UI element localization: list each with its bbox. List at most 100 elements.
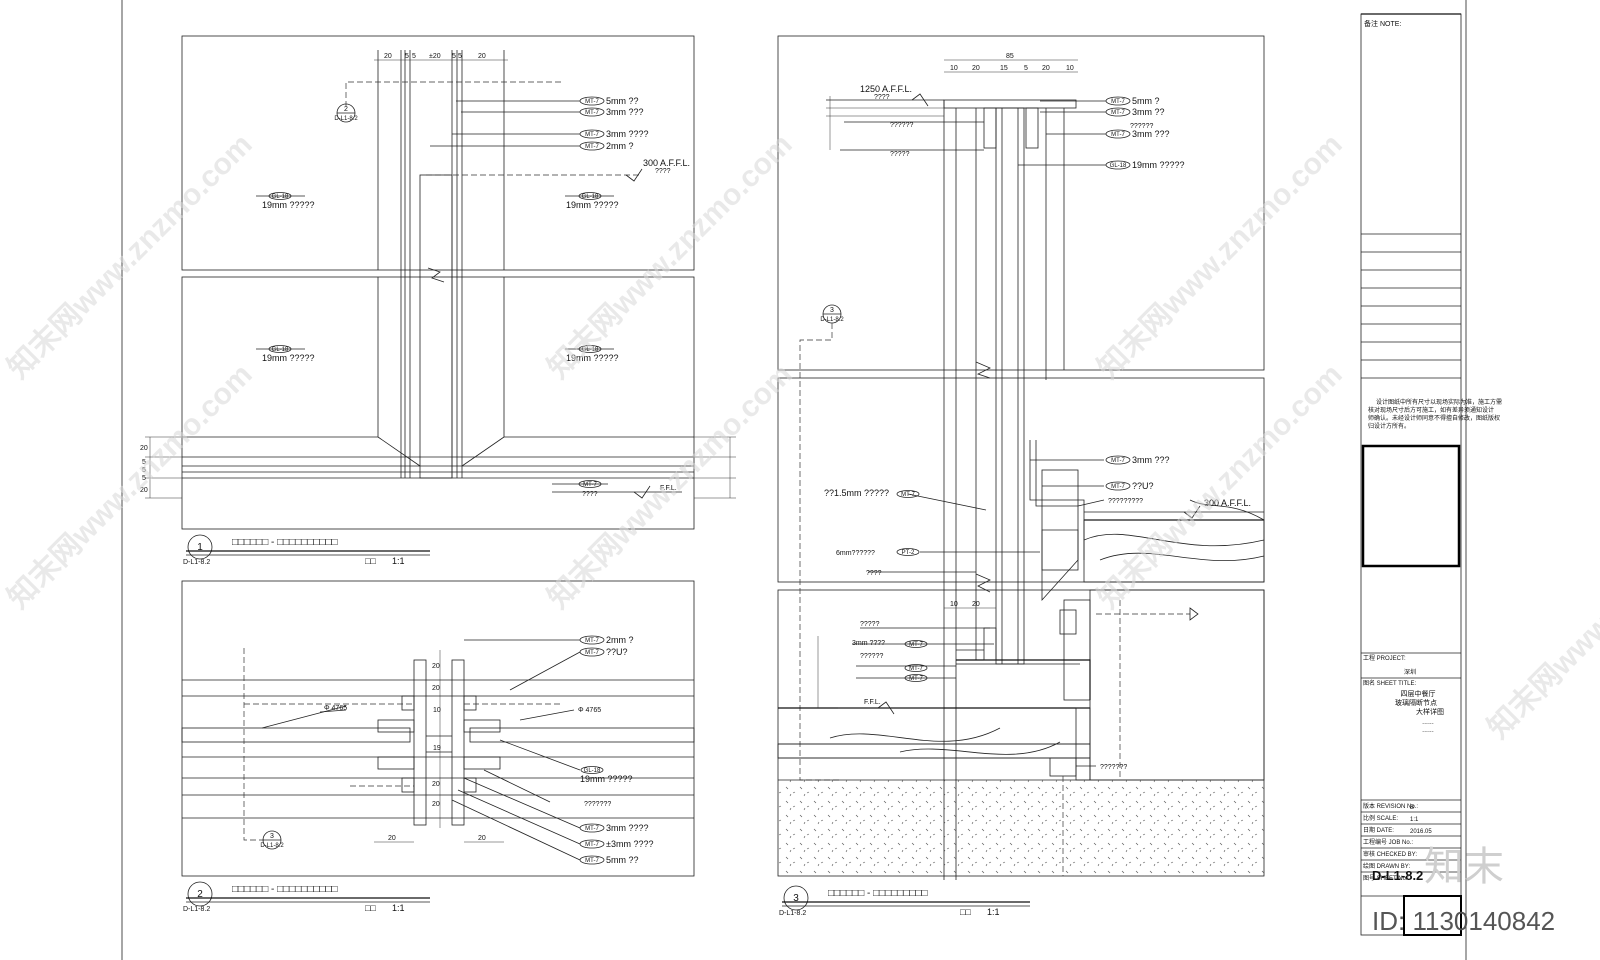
svg-text:20: 20 [478,53,486,60]
svg-text:20: 20 [478,835,486,842]
svg-text:????: ???? [866,570,882,577]
svg-text:知末: 知末 [1424,845,1504,889]
svg-text:GL-18: GL-18 [1110,163,1127,169]
svg-text:MT-7: MT-7 [585,842,599,848]
svg-text:5: 5 [1024,65,1028,72]
svg-text:图号 SHEET No.:: 图号 SHEET No.: [1363,875,1410,882]
svg-text:MT-7: MT-7 [585,110,599,116]
svg-text:□□: □□ [960,907,971,917]
mt-tags: MT-7 5mm ?? MT-7 3mm ??? MT-7 3mm ???? M… [430,96,649,151]
svg-text:GL-18: GL-18 [582,194,599,200]
svg-text:5: 5 [452,53,456,60]
svg-text:□□□□□□ - □□□□□□□□□: □□□□□□ - □□□□□□□□□ [828,888,928,899]
svg-text:3: 3 [793,893,799,904]
svg-text:知末网www.znzmo.com: 知末网www.znzmo.com [1482,488,1600,745]
stamp-box [1361,444,1461,568]
svg-text:GL-18: GL-18 [272,194,289,200]
svg-text:□□: □□ [365,903,376,913]
svg-text:工程编号 JOB No.:: 工程编号 JOB No.: [1363,838,1413,846]
svg-text:MT-7: MT-7 [583,482,597,488]
svg-text:□□□□□□ - □□□□□□□□□□: □□□□□□ - □□□□□□□□□□ [232,537,338,548]
svg-text:20: 20 [432,685,440,692]
svg-text:F.F.L.: F.F.L. [864,699,881,706]
svg-text:MT-7: MT-7 [901,492,915,498]
svg-text:GL-18: GL-18 [582,347,599,353]
svg-text:MT-7: MT-7 [585,650,599,656]
svg-text:19mm ?????: 19mm ????? [262,353,315,363]
svg-text:?????: ????? [890,151,910,158]
svg-text:D-L1-8.2: D-L1-8.2 [183,559,210,566]
svg-text:3mm ???: 3mm ??? [606,107,644,117]
svg-text:......: ...... [1422,719,1434,726]
svg-text:D-L1-8.2: D-L1-8.2 [820,317,844,323]
svg-text:MT-7: MT-7 [909,676,923,682]
svg-text:备注 NOTE:: 备注 NOTE: [1364,19,1401,28]
svg-text:D-L1-8.2: D-L1-8.2 [334,116,358,122]
svg-text:1:1: 1:1 [987,907,1000,917]
svg-text:3mm ????: 3mm ???? [852,640,885,647]
detail-2: 3 D-L1-8.2 MT-7 2mm ? MT-7 ??U? Φ 4765 Φ… [181,580,695,913]
svg-text:20: 20 [140,445,148,452]
svg-text:知末网www.znzmo.com: 知末网www.znzmo.com [2,128,259,385]
svg-text:2016.05: 2016.05 [1410,829,1432,835]
svg-text:设计图纸中所有尺寸以现场实际为准，施工方需: 设计图纸中所有尺寸以现场实际为准，施工方需 [1376,398,1502,406]
svg-text:版本 REVISION No.:: 版本 REVISION No.: [1363,802,1418,810]
svg-text:GL-18: GL-18 [272,347,289,353]
svg-text:MT-7: MT-7 [585,638,599,644]
svg-text:D-L1-8.2: D-L1-8.2 [260,843,284,849]
svg-text:20: 20 [972,65,980,72]
svg-text:20: 20 [140,487,148,494]
svg-text:85: 85 [1006,53,1014,60]
svg-text:3mm ????: 3mm ???? [606,129,649,139]
svg-text:1: 1 [197,542,203,553]
svg-text:比例 SCALE:: 比例 SCALE: [1363,814,1398,822]
svg-text:10: 10 [950,601,958,608]
svg-text:MT-7: MT-7 [585,132,599,138]
svg-text:PT-2: PT-2 [902,550,915,556]
svg-text:??U?: ??U? [1132,481,1154,491]
svg-text:20: 20 [388,835,396,842]
svg-text:2: 2 [344,106,348,113]
svg-text:??U?: ??U? [606,647,628,657]
detail-bubble-3 [783,885,809,911]
svg-text:D-L1-8.2: D-L1-8.2 [779,910,806,917]
svg-text:20: 20 [1042,65,1050,72]
svg-text:审核 CHECKED BY:: 审核 CHECKED BY: [1363,850,1417,858]
svg-text:????: ???? [655,168,671,175]
svg-text:10: 10 [1066,65,1074,72]
svg-text:5: 5 [412,53,416,60]
svg-text:工程 PROJECT:: 工程 PROJECT: [1363,654,1406,662]
detail-3: 85 10 20 15 5 20 10 1250 A.F.F.L. ???? [777,35,1265,917]
svg-text:MT-7: MT-7 [585,826,599,832]
svg-text:四层中餐厅: 四层中餐厅 [1401,689,1436,698]
svg-text:MT-7: MT-7 [1111,99,1125,105]
svg-text:1250 A.F.F.L.: 1250 A.F.F.L. [860,84,912,94]
svg-text:5mm ?: 5mm ? [1132,96,1160,106]
svg-text:3mm ???: 3mm ??? [1132,129,1170,139]
svg-text:??????: ?????? [1130,123,1153,130]
svg-text:20: 20 [972,601,980,608]
svg-text:MT-7: MT-7 [585,858,599,864]
svg-text:10: 10 [433,707,441,714]
svg-text:......: ...... [1422,727,1434,734]
svg-text:Φ 4765: Φ 4765 [578,707,601,714]
svg-text:2: 2 [197,889,203,900]
svg-text:知末网www.znzmo.com: 知末网www.znzmo.com [1092,128,1349,385]
svg-text:D-L1-8.2: D-L1-8.2 [183,906,210,913]
svg-text:???????: ??????? [1100,764,1127,771]
svg-text:300 A.F.F.L.: 300 A.F.F.L. [643,158,690,168]
svg-text:3mm ????: 3mm ???? [606,823,649,833]
svg-text:10: 10 [950,65,958,72]
svg-text:1:1: 1:1 [392,556,405,566]
svg-text:B: B [1410,805,1414,811]
svg-text:19mm ?????: 19mm ????? [580,774,633,784]
detail-bubble-2 [187,881,213,907]
svg-text:大样详图: 大样详图 [1416,707,1444,716]
svg-text:19mm ?????: 19mm ????? [566,200,619,210]
svg-text:5: 5 [458,53,462,60]
svg-text:????: ???? [582,491,598,498]
svg-text:5: 5 [142,459,146,466]
svg-text:??????: ?????? [860,653,883,660]
detail-bubble-1 [187,534,213,560]
svg-text:师确认。未经设计师同意不得擅自修改，图纸版权: 师确认。未经设计师同意不得擅自修改，图纸版权 [1368,414,1500,422]
